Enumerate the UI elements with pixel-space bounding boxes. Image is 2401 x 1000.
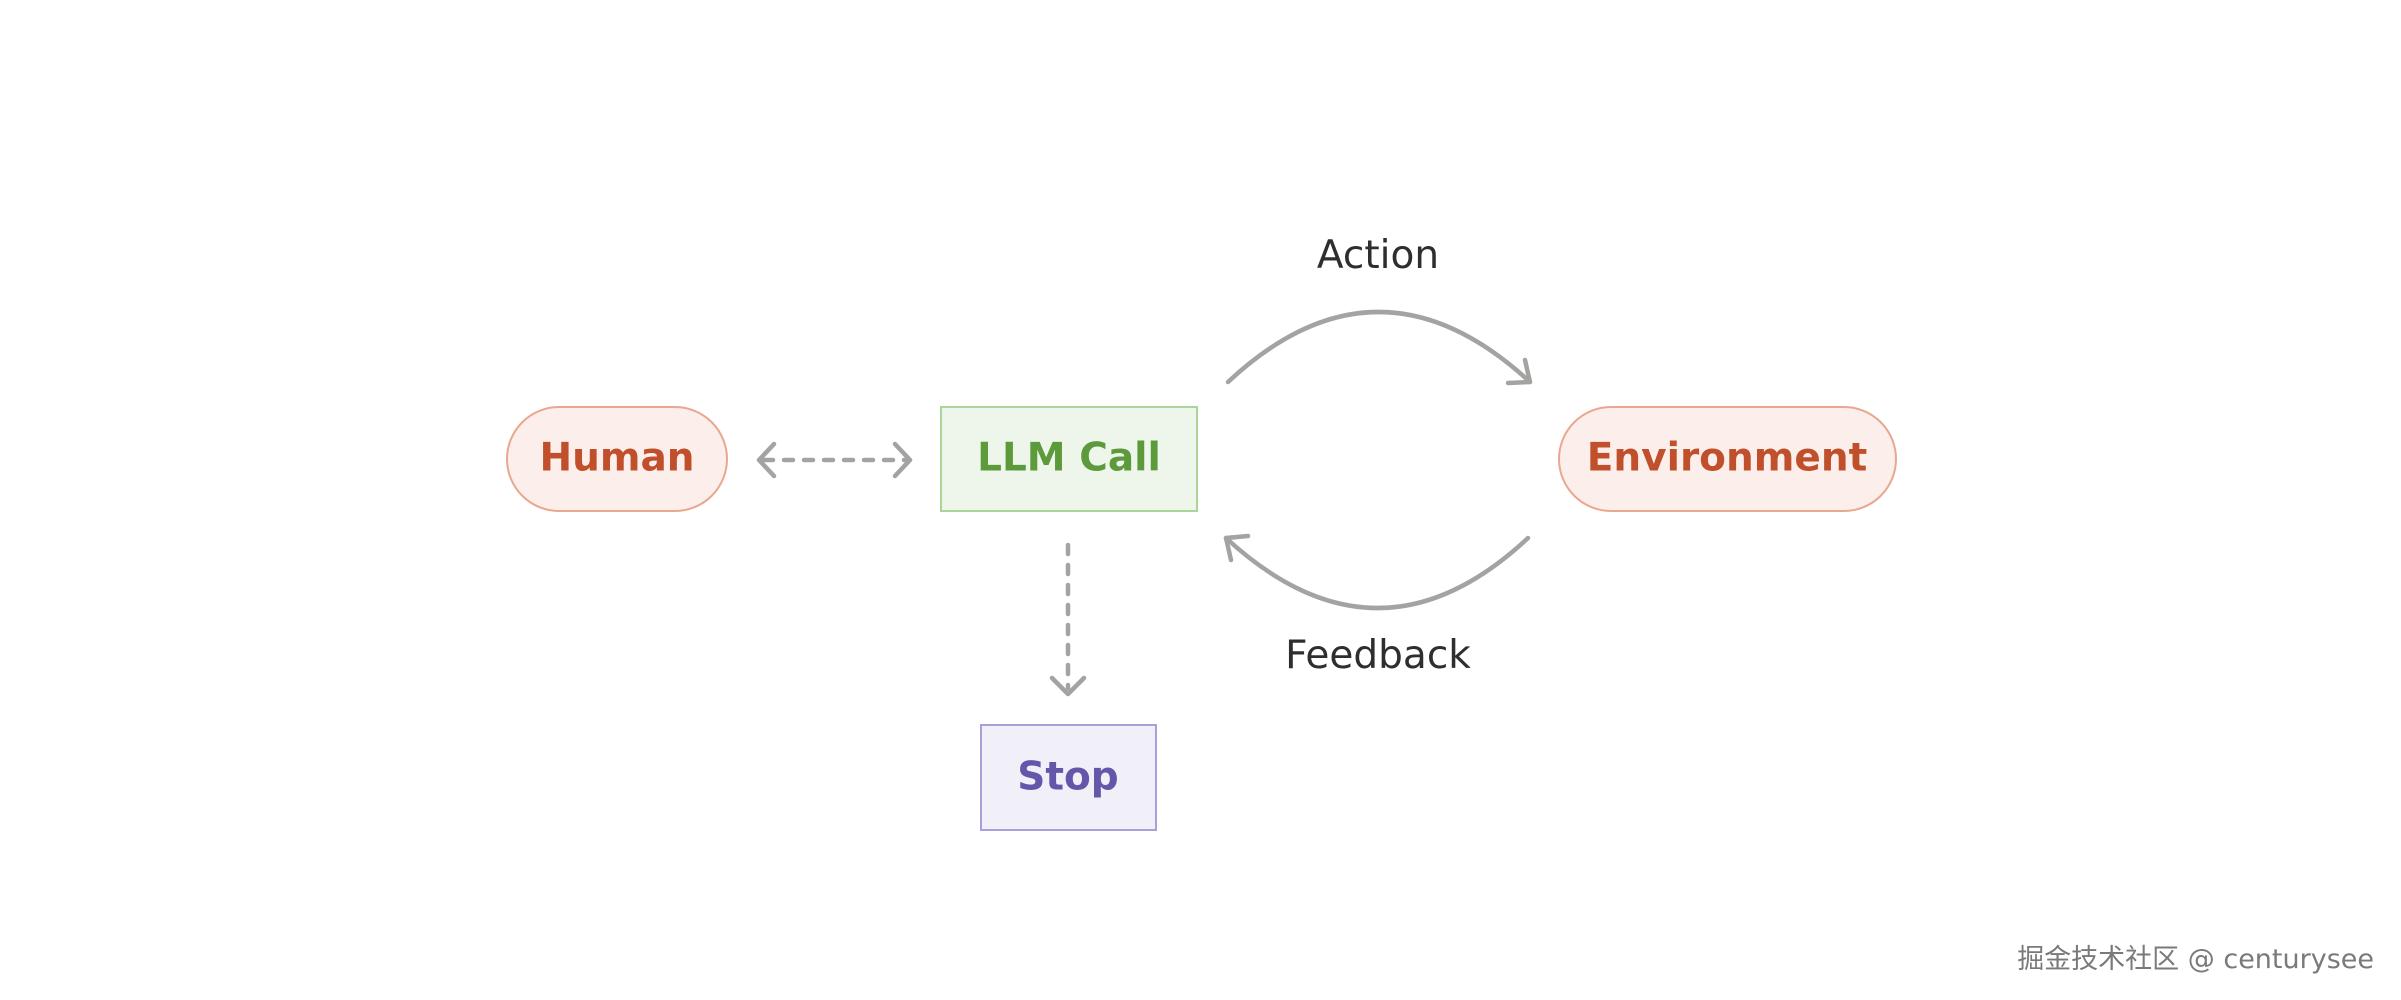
node-human-label: Human [539,436,694,481]
edge-feedback-curve [1223,535,1531,611]
arrowhead-down-icon [1049,675,1087,697]
edge-llm-call-stop [1049,542,1087,697]
edge-feedback-label: Feedback [1285,633,1471,678]
arrowhead-action-icon [1505,357,1533,386]
edge-human-llm-call [756,441,913,479]
node-stop-label: Stop [1017,755,1118,800]
edge-feedback [1223,533,1531,611]
node-stop-shape [980,724,1157,831]
node-stop: Stop [980,724,1157,831]
watermark-text: 掘金技术社区 @ centurysee [2017,944,2374,975]
node-environment: Environment [1558,406,1897,512]
node-human: Human [506,406,728,512]
arrowhead-right-icon [892,441,913,479]
node-human-shape [506,406,728,512]
arrowhead-left-icon [756,441,777,479]
node-environment-label: Environment [1587,436,1867,481]
node-llm-call: LLM Call [940,406,1198,512]
node-environment-shape [1558,406,1897,512]
arrowhead-feedback-icon [1223,533,1251,563]
node-llm-call-shape [940,406,1198,512]
edge-action-label: Action [1317,233,1439,278]
edge-action [1225,309,1533,386]
edge-action-curve [1225,309,1533,385]
node-llm-call-label: LLM Call [977,436,1161,481]
